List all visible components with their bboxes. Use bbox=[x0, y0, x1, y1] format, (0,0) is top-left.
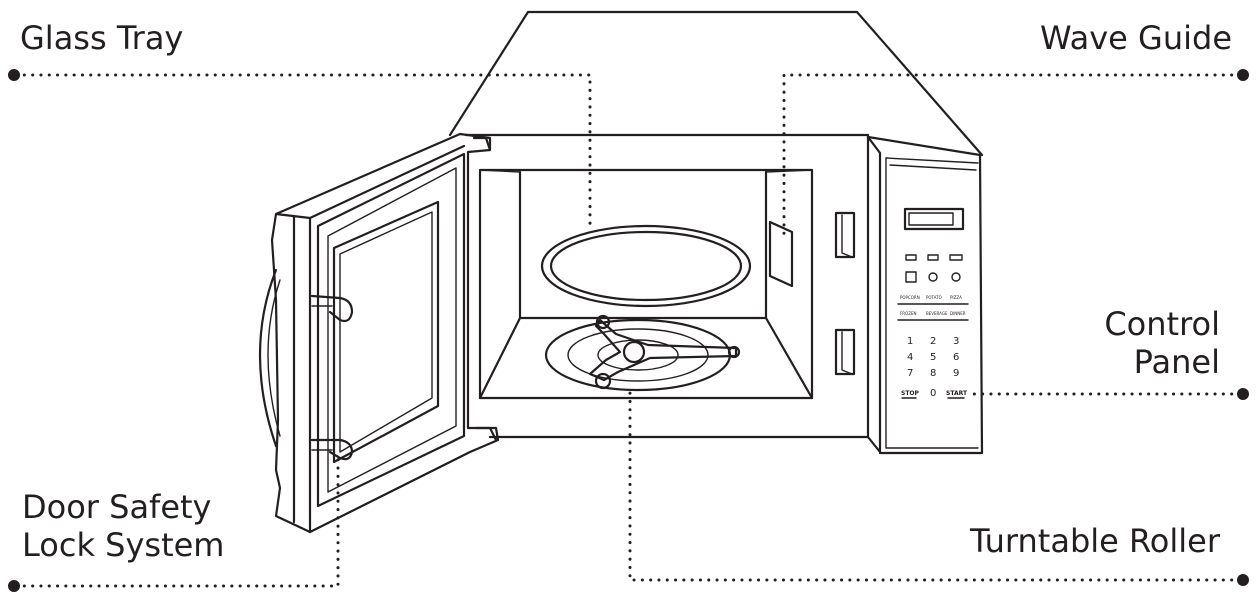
glass-tray-dot bbox=[8, 69, 20, 81]
door-latch-slots bbox=[834, 211, 856, 376]
glass-tray-label: Glass Tray bbox=[20, 19, 184, 57]
control-panel-label: Control Panel bbox=[1104, 305, 1220, 382]
door bbox=[258, 132, 500, 534]
keypad: 1 2 3 4 5 6 7 8 9 0 STOP START bbox=[901, 336, 968, 399]
stop-key: STOP bbox=[901, 390, 920, 397]
svg-text:FROZEN: FROZEN bbox=[900, 311, 917, 316]
svg-text:DINNER: DINNER bbox=[950, 311, 966, 316]
wave-guide-leader bbox=[782, 73, 1242, 242]
key-1: 1 bbox=[907, 336, 913, 347]
key-5: 5 bbox=[930, 352, 936, 363]
door-safety-label-line1: Door Safety bbox=[22, 488, 212, 526]
svg-text:BEVERAGE: BEVERAGE bbox=[926, 311, 948, 316]
door-latch-top bbox=[310, 294, 354, 323]
door-safety-dot bbox=[8, 580, 20, 592]
wave-guide-label: Wave Guide bbox=[1040, 19, 1232, 57]
door-safety-label-line2: Lock System bbox=[22, 525, 225, 564]
control-panel-label-line1: Control bbox=[1104, 305, 1220, 343]
turntable-roller-label: Turntable Roller bbox=[969, 522, 1220, 560]
svg-text:PIZZA: PIZZA bbox=[950, 295, 962, 300]
microwave-illustration: POPCORN POTATO PIZZA FROZEN BEVERAGE DIN… bbox=[258, 10, 984, 534]
key-4: 4 bbox=[907, 352, 913, 363]
key-3: 3 bbox=[953, 336, 959, 347]
panel-buttons: POPCORN POTATO PIZZA FROZEN BEVERAGE DIN… bbox=[897, 254, 969, 321]
turntable-roller-dot bbox=[1237, 574, 1249, 586]
key-9: 9 bbox=[953, 368, 959, 379]
door-safety-label: Door Safety Lock System bbox=[22, 488, 225, 565]
glass-tray-leader bbox=[14, 73, 592, 230]
key-7: 7 bbox=[907, 368, 913, 379]
svg-text:POPCORN: POPCORN bbox=[900, 295, 920, 300]
key-8: 8 bbox=[930, 368, 936, 379]
wave-guide-dot bbox=[1237, 69, 1249, 81]
svg-text:POTATO: POTATO bbox=[926, 295, 942, 300]
turntable-roller bbox=[544, 314, 741, 392]
control-panel: POPCORN POTATO PIZZA FROZEN BEVERAGE DIN… bbox=[897, 207, 969, 399]
leader-lines bbox=[8, 69, 1249, 592]
display-screen bbox=[903, 207, 965, 231]
key-0: 0 bbox=[930, 388, 936, 399]
key-6: 6 bbox=[953, 352, 959, 363]
key-2: 2 bbox=[930, 336, 936, 347]
control-panel-label-line2: Panel bbox=[1133, 342, 1220, 381]
door-latch-bottom bbox=[310, 438, 354, 461]
door-safety-leader bbox=[14, 450, 340, 588]
glass-tray bbox=[540, 224, 752, 308]
start-key: START bbox=[946, 390, 968, 397]
control-panel-dot bbox=[1237, 388, 1249, 400]
oven-cavity bbox=[478, 168, 814, 400]
wave-guide-cover bbox=[768, 220, 794, 288]
